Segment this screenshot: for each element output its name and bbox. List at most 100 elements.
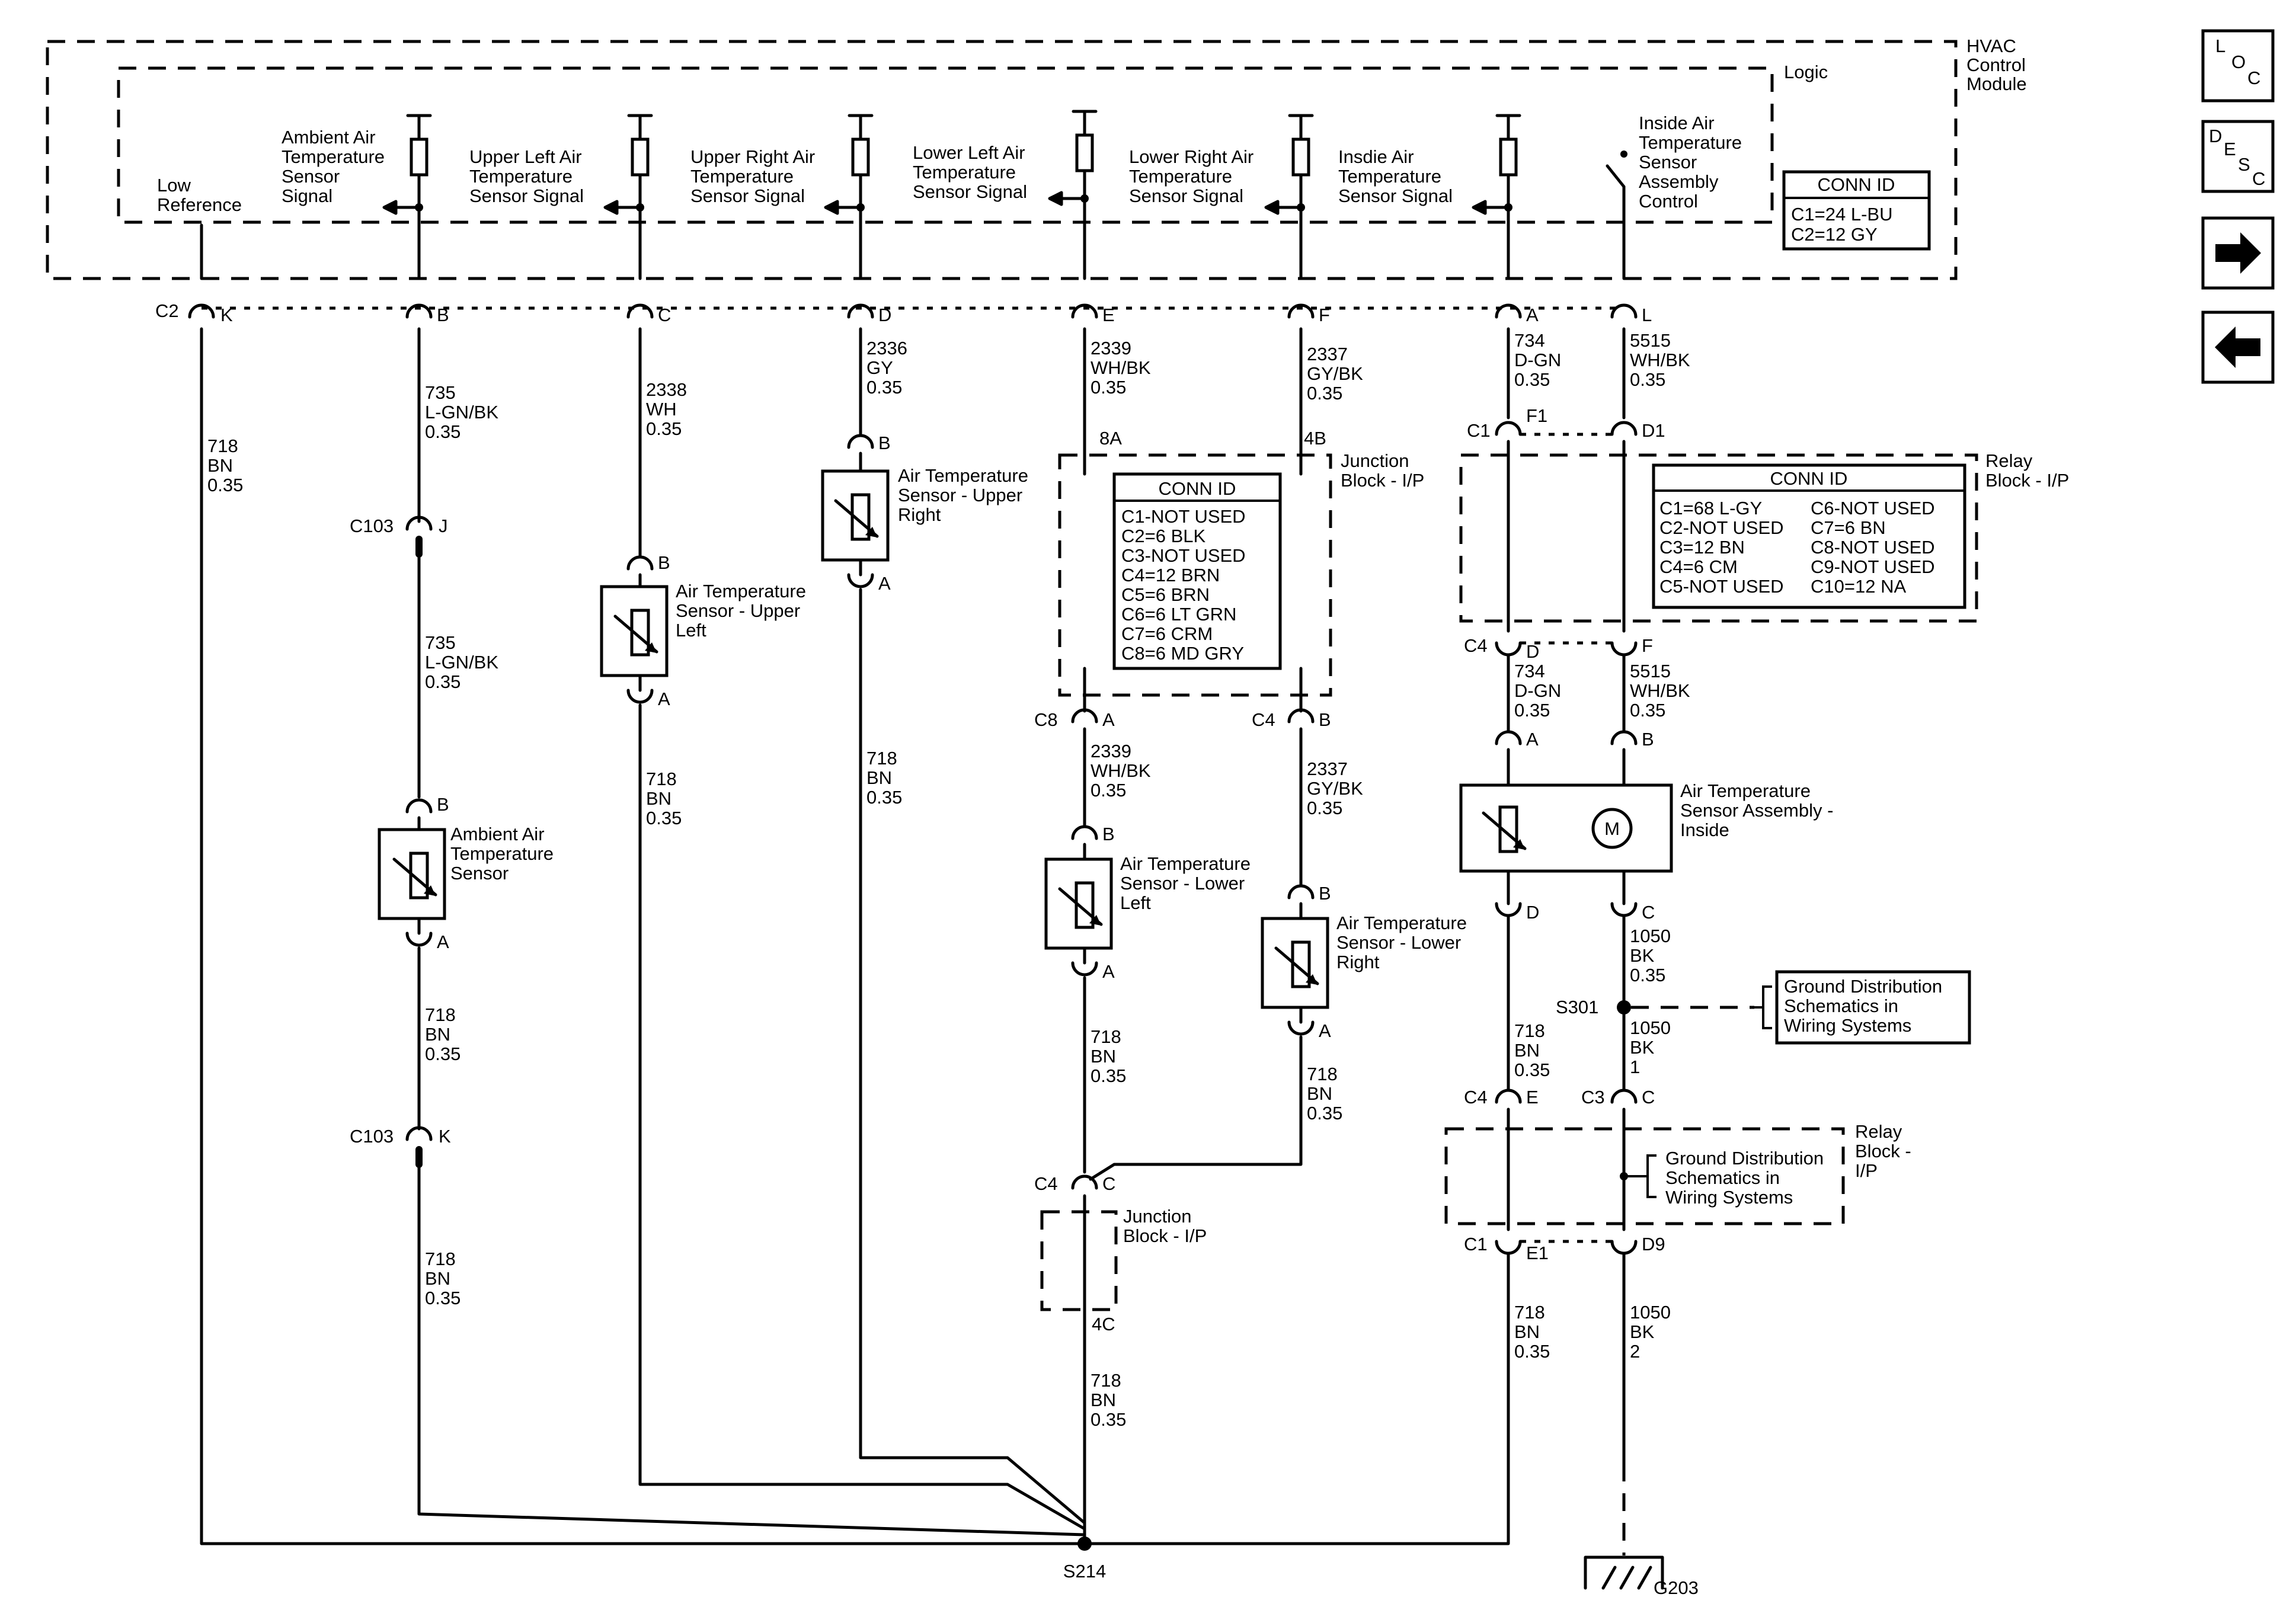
svg-text:C1=24 L-BU: C1=24 L-BU — [1791, 204, 1892, 225]
air-temperature-sensor-assembly-inside: A B M D C Air Temperature Sensor Assembl… — [1459, 729, 1833, 923]
desc-button[interactable]: D E S C — [2201, 120, 2275, 193]
signal-label-inside-control: Inside Air Temperature Sensor Assembly C… — [1639, 113, 1742, 212]
signal-label-lower-left: Lower Left Air Temperature Sensor Signal — [913, 142, 1027, 202]
svg-text:BK: BK — [1630, 945, 1655, 966]
circuit-735-ambient: 735 L-GN/BK 0.35 C103 J 735 L-GN/BK 0.35 — [350, 327, 498, 799]
svg-text:Sensor: Sensor — [450, 863, 509, 884]
svg-text:C8-NOT USED: C8-NOT USED — [1811, 537, 1935, 558]
svg-text:C3=12 BN: C3=12 BN — [1659, 537, 1745, 558]
svg-text:1: 1 — [1630, 1057, 1640, 1077]
svg-text:Sensor Assembly -: Sensor Assembly - — [1680, 800, 1833, 821]
svg-text:C1=68 L-GY: C1=68 L-GY — [1659, 498, 1762, 518]
svg-text:Sensor Signal: Sensor Signal — [1129, 185, 1243, 206]
svg-text:0.35: 0.35 — [425, 1044, 461, 1064]
splice-s301: S301 — [1556, 997, 1754, 1017]
svg-text:Air Temperature: Air Temperature — [898, 465, 1028, 486]
svg-text:Temperature: Temperature — [913, 162, 1016, 183]
svg-text:GY/BK: GY/BK — [1307, 778, 1363, 799]
svg-text:0.35: 0.35 — [1514, 1060, 1550, 1080]
svg-text:Junction: Junction — [1341, 450, 1409, 471]
svg-text:BN: BN — [425, 1268, 450, 1289]
svg-text:Left: Left — [676, 620, 706, 641]
svg-text:Sensor - Lower: Sensor - Lower — [1336, 932, 1461, 953]
svg-text:Wiring Systems: Wiring Systems — [1665, 1187, 1793, 1208]
svg-text:F: F — [1319, 305, 1330, 325]
forward-arrow-button[interactable] — [2201, 216, 2275, 290]
svg-text:B: B — [1642, 729, 1654, 750]
air-temperature-sensor-lower-right: B A Air Temperature Sensor - Lower Right — [1261, 883, 1467, 1041]
svg-text:Module: Module — [1966, 73, 2027, 94]
svg-text:4B: 4B — [1304, 428, 1326, 449]
svg-text:8A: 8A — [1099, 428, 1122, 449]
svg-text:Lower Right Air: Lower Right Air — [1129, 146, 1253, 167]
svg-text:718: 718 — [1307, 1064, 1338, 1084]
svg-text:Assembly: Assembly — [1639, 171, 1719, 192]
svg-text:C7=6 CRM: C7=6 CRM — [1121, 623, 1213, 644]
svg-text:Lower Left Air: Lower Left Air — [913, 142, 1025, 163]
back-arrow-button[interactable] — [2201, 311, 2275, 384]
svg-text:0.35: 0.35 — [1091, 1065, 1126, 1086]
svg-text:718: 718 — [646, 769, 677, 789]
svg-text:BN: BN — [1091, 1390, 1116, 1410]
svg-text:C103: C103 — [350, 1126, 394, 1147]
svg-text:C2: C2 — [155, 300, 179, 321]
svg-text:L: L — [2215, 36, 2225, 56]
svg-text:D-GN: D-GN — [1514, 680, 1561, 701]
svg-text:B: B — [658, 552, 670, 573]
svg-text:E1: E1 — [1526, 1243, 1549, 1263]
svg-text:0.35: 0.35 — [866, 787, 902, 808]
svg-text:BN: BN — [866, 767, 892, 788]
svg-text:0.35: 0.35 — [1307, 383, 1342, 404]
svg-text:Sensor Signal: Sensor Signal — [1338, 185, 1453, 206]
svg-text:Sensor: Sensor — [282, 166, 340, 187]
module-internal-circuits — [200, 110, 1627, 280]
svg-text:Temperature: Temperature — [282, 146, 385, 167]
circuit-718-inside-return: 718 BN 0.35 C4 E C1 E1 718 BN 0.35 — [1083, 914, 1550, 1545]
svg-text:A: A — [437, 932, 449, 952]
svg-text:C4=12 BRN: C4=12 BRN — [1121, 565, 1220, 585]
svg-text:E: E — [1102, 305, 1115, 325]
svg-text:L-GN/BK: L-GN/BK — [425, 402, 498, 422]
svg-text:BN: BN — [207, 455, 233, 476]
svg-text:C9-NOT USED: C9-NOT USED — [1811, 556, 1935, 577]
circuit-718-lower-right-return: 718 BN 0.35 — [1089, 1035, 1342, 1181]
svg-text:1050: 1050 — [1630, 1302, 1671, 1323]
svg-text:Sensor: Sensor — [1639, 152, 1697, 172]
svg-text:2337: 2337 — [1307, 758, 1348, 779]
back-arrow-icon — [2215, 327, 2260, 368]
svg-text:C2=12 GY: C2=12 GY — [1791, 224, 1878, 245]
circuit-2339-lower-left: 2339 WH/BK 0.35 C8 A 2339 WH/BK 0.35 — [1034, 327, 1151, 828]
relay-block-ip-lower: Relay Block - I/P Ground Distribution Sc… — [1444, 1121, 1911, 1225]
logic-label: Logic — [1784, 62, 1828, 82]
svg-text:Relay: Relay — [1855, 1121, 1902, 1142]
svg-text:C: C — [1642, 902, 1655, 923]
svg-text:Air Temperature: Air Temperature — [1680, 780, 1811, 801]
svg-text:Sensor Signal: Sensor Signal — [469, 185, 584, 206]
svg-text:C1-NOT USED: C1-NOT USED — [1121, 506, 1246, 527]
svg-text:C1: C1 — [1467, 420, 1491, 441]
svg-text:Temperature: Temperature — [690, 166, 794, 187]
svg-text:Block - I/P: Block - I/P — [1985, 470, 2069, 491]
svg-text:718: 718 — [1514, 1302, 1545, 1323]
svg-text:Control: Control — [1966, 55, 2026, 75]
loc-button[interactable]: L O C — [2201, 29, 2275, 103]
svg-text:718: 718 — [1091, 1026, 1121, 1047]
forward-arrow-icon — [2215, 232, 2261, 274]
circuit-718-upper-left-return: 718 BN 0.35 — [638, 703, 1086, 1531]
air-temperature-sensor-lower-left: B A Air Temperature Sensor - Lower Left — [1044, 824, 1251, 982]
svg-text:C5-NOT USED: C5-NOT USED — [1659, 576, 1784, 597]
svg-text:D-GN: D-GN — [1514, 350, 1561, 370]
svg-text:C2=6 BLK: C2=6 BLK — [1121, 526, 1206, 546]
svg-text:0.35: 0.35 — [425, 421, 461, 442]
svg-text:Inside Air: Inside Air — [1639, 113, 1715, 133]
svg-text:F1: F1 — [1526, 405, 1547, 426]
svg-text:2336: 2336 — [866, 338, 907, 359]
svg-text:718: 718 — [425, 1004, 456, 1025]
svg-text:D: D — [2209, 126, 2222, 146]
svg-text:CONN ID: CONN ID — [1818, 174, 1895, 195]
svg-text:C: C — [658, 305, 671, 325]
svg-text:Sensor Signal: Sensor Signal — [690, 185, 805, 206]
svg-text:GY: GY — [866, 357, 893, 378]
svg-text:5515: 5515 — [1630, 330, 1671, 351]
svg-text:C2-NOT USED: C2-NOT USED — [1659, 517, 1784, 538]
